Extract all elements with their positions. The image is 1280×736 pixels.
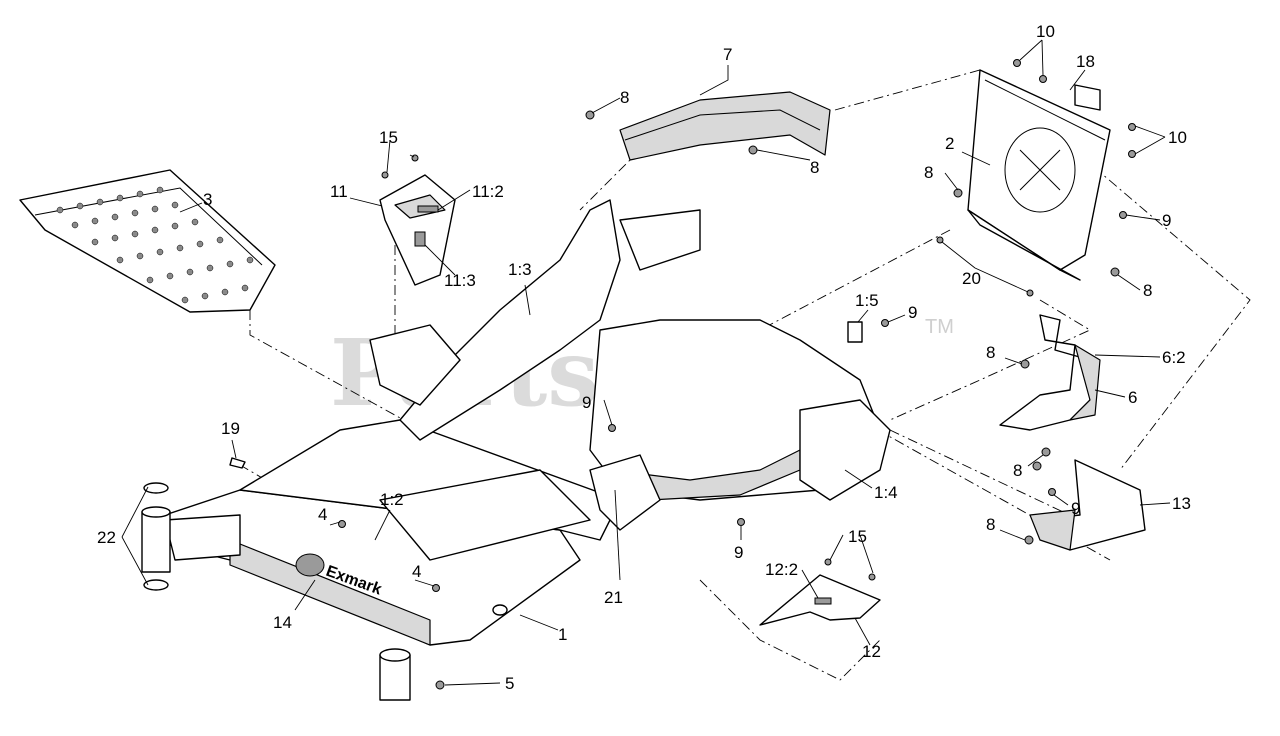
- callout-7: 7: [723, 45, 732, 64]
- callout-18: 18: [1076, 52, 1095, 71]
- part-7-fender: [619, 91, 831, 161]
- callout-5: 5: [505, 674, 514, 693]
- callout-6: 6: [1128, 388, 1137, 407]
- callout-6-2: 6:2: [1162, 348, 1186, 367]
- part-12-plate: [759, 574, 881, 626]
- callout-15-bottom: 15: [848, 527, 867, 546]
- part-3-floor-plate: [19, 169, 276, 313]
- hardware: [229, 59, 1136, 690]
- callout-21: 21: [604, 588, 623, 607]
- callout-labels: 7 8 8 10 18 10 2 8 9 20 8 9 1:5 8 6:2 6 …: [97, 22, 1191, 693]
- callout-9-lower: 9: [734, 543, 743, 562]
- callout-11-3: 11:3: [444, 271, 476, 290]
- callout-9-panel: 9: [1162, 211, 1171, 230]
- callout-1-2: 1:2: [380, 490, 404, 509]
- callout-2: 2: [945, 134, 954, 153]
- part-22-caster-mount: [141, 482, 411, 701]
- callout-1: 1: [558, 625, 567, 644]
- part-1-5-plate: [847, 321, 863, 343]
- callout-11: 11: [330, 182, 348, 201]
- leader-lines: [121, 39, 1171, 686]
- callout-9-mid: 9: [908, 303, 917, 322]
- callout-11-2: 11:2: [472, 182, 504, 201]
- callout-20: 20: [962, 269, 981, 288]
- callout-12-2: 12:2: [765, 560, 798, 579]
- callout-13: 13: [1172, 494, 1191, 513]
- callout-9-frame: 9: [582, 393, 591, 412]
- callout-1-5: 1:5: [855, 291, 879, 310]
- part-13-wedge: [1029, 459, 1146, 551]
- callout-8-panel-low: 8: [1143, 281, 1152, 300]
- part-6-bracket: [999, 314, 1101, 431]
- callout-10-right: 10: [1168, 128, 1187, 147]
- callout-3: 3: [203, 190, 212, 209]
- callout-4-left: 4: [318, 505, 327, 524]
- callout-19: 19: [221, 419, 240, 438]
- callout-12: 12: [862, 642, 881, 661]
- watermark-tm: TM: [925, 316, 954, 338]
- callout-8-wedge: 8: [1013, 461, 1022, 480]
- callout-8-fender: 8: [810, 158, 819, 177]
- callout-15-top: 15: [379, 128, 398, 147]
- part-1-main-frame: [149, 199, 891, 646]
- part-2-panel: [967, 69, 1111, 281]
- callout-9-wedge: 9: [1071, 499, 1080, 518]
- callout-4-right: 4: [412, 562, 421, 581]
- part-11-bracket: [379, 174, 456, 286]
- callout-8-bracket: 8: [986, 343, 995, 362]
- callout-14: 14: [273, 613, 292, 632]
- callout-8-top: 8: [620, 88, 629, 107]
- callout-8-panel: 8: [924, 163, 933, 182]
- callout-10-top: 10: [1036, 22, 1055, 41]
- callout-1-3: 1:3: [508, 260, 532, 279]
- callout-8-bottom: 8: [986, 515, 995, 534]
- callout-1-4: 1:4: [874, 483, 898, 502]
- callout-22: 22: [97, 528, 116, 547]
